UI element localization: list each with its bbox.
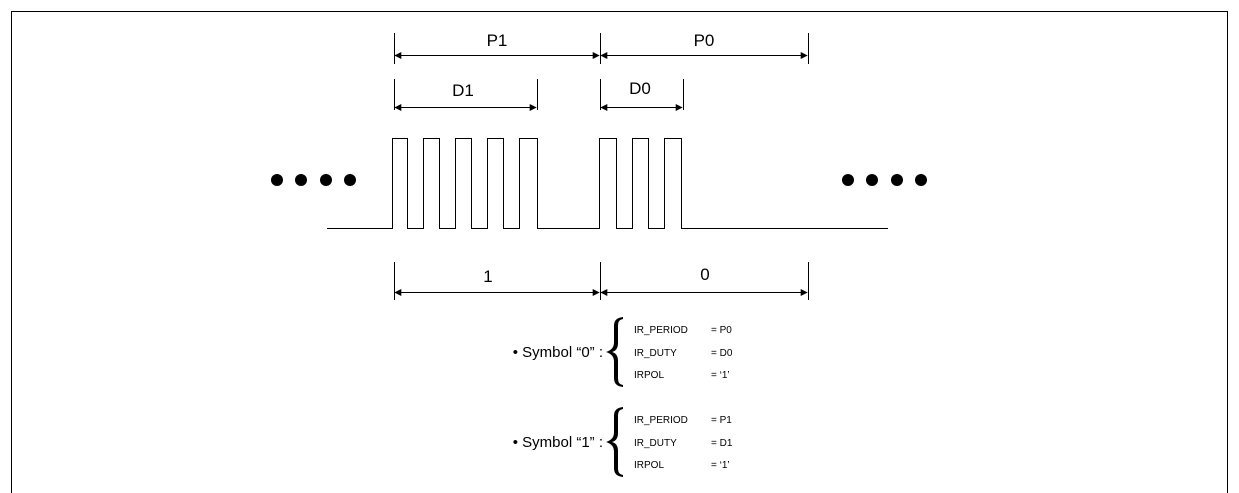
figure-frame xyxy=(11,11,1228,493)
p0-label: P0 xyxy=(694,31,715,50)
d1-label: D1 xyxy=(452,81,474,100)
left-continuation-dots xyxy=(271,174,356,186)
symbol-one-row-2-value: = D1 xyxy=(711,438,733,449)
ir-waveform xyxy=(327,138,888,229)
d0-label: D0 xyxy=(629,79,651,98)
symbol-zero-row-2-name: IR_DUTY xyxy=(634,348,677,359)
symbol-zero-row-3-value: = ‘1’ xyxy=(711,370,730,381)
symbol-zero-row-3-name: IRPOL xyxy=(634,370,664,381)
right-continuation-dots xyxy=(842,174,927,186)
p1-label: P1 xyxy=(487,31,508,50)
symbol-one-label: • Symbol “1” : xyxy=(513,434,603,451)
bit-dimension xyxy=(394,262,809,300)
symbol-one-brace xyxy=(606,407,623,477)
symbol-zero-row-1-name: IR_PERIOD xyxy=(634,325,688,336)
symbol-zero-row-1-value: = P0 xyxy=(711,325,732,336)
symbol-zero-brace xyxy=(606,317,623,387)
symbol-one-row-3-value: = ‘1’ xyxy=(711,460,730,471)
bit-zero-label: 0 xyxy=(700,265,709,284)
symbol-one-row-1-name: IR_PERIOD xyxy=(634,415,688,426)
symbol-one-row-2-name: IR_DUTY xyxy=(634,438,677,449)
symbol-zero-label: • Symbol “0” : xyxy=(513,344,603,361)
duty-dimension xyxy=(394,79,684,111)
symbol-one-row-1-value: = P1 xyxy=(711,415,732,426)
period-dimension xyxy=(394,33,809,64)
bit-one-label: 1 xyxy=(483,267,492,286)
symbol-one-row-3-name: IRPOL xyxy=(634,460,664,471)
symbol-zero-row-2-value: = D0 xyxy=(711,348,733,359)
